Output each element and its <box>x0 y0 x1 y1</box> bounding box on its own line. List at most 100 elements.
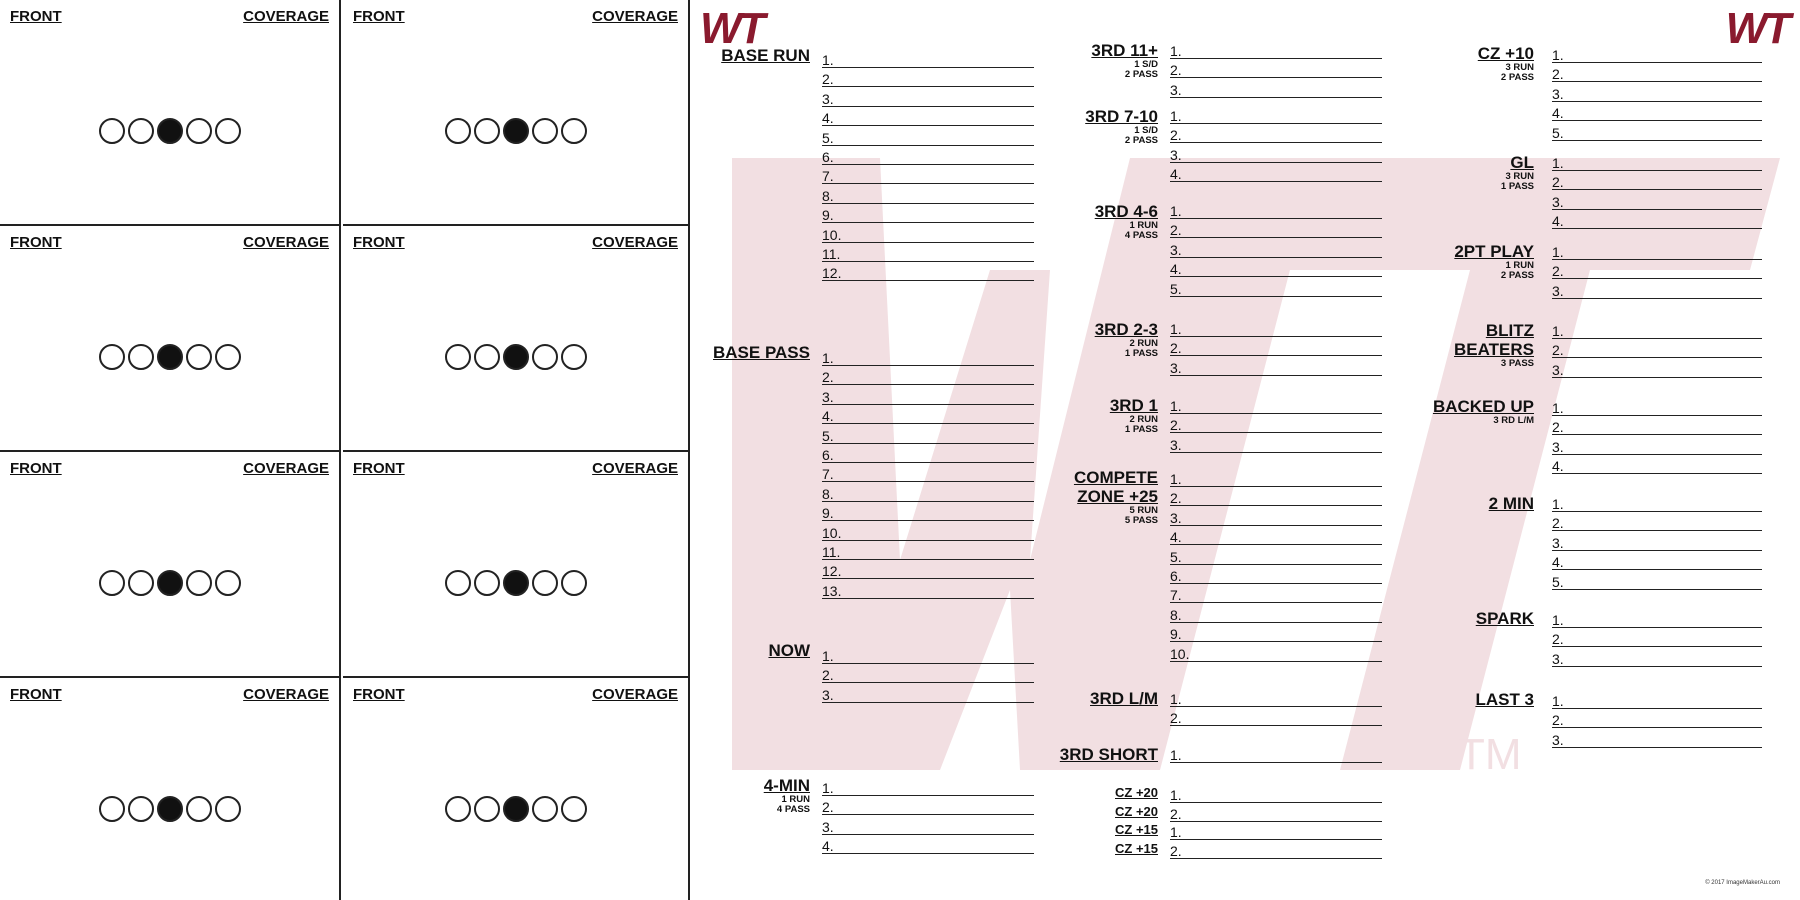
play-entry-line[interactable]: 1. <box>822 347 1034 366</box>
play-entry-line[interactable]: 2. <box>1170 487 1382 507</box>
play-entry-line[interactable]: 4. <box>1552 210 1762 230</box>
play-entry-line[interactable]: 1. <box>1170 688 1382 707</box>
play-entry-line[interactable]: 5. <box>1170 546 1382 565</box>
play-entry-line[interactable]: 8. <box>822 483 1034 502</box>
play-entry-line[interactable]: 1. <box>1552 320 1762 339</box>
play-entry-line[interactable]: 7. <box>822 165 1034 185</box>
play-entry-line[interactable]: 2. <box>1552 512 1762 532</box>
play-entry-line[interactable]: 4. <box>1552 551 1762 571</box>
play-entry-line[interactable]: 7. <box>822 463 1034 483</box>
play-entry-line[interactable]: 1. <box>822 645 1034 664</box>
play-entry-line[interactable]: 2. <box>1170 840 1382 859</box>
play-entry-line[interactable]: 3. <box>822 684 1034 703</box>
play-entry-line[interactable]: 2. <box>1552 416 1762 436</box>
play-entry-line[interactable]: 1. <box>1170 318 1382 337</box>
play-entry-line[interactable]: 9. <box>822 204 1034 224</box>
play-entry-line[interactable]: 1. <box>822 777 1034 796</box>
play-entry-line[interactable]: 6. <box>822 444 1034 463</box>
play-number: 1. <box>1170 108 1182 124</box>
write-in-line <box>822 105 1034 107</box>
play-entry-line[interactable]: 4. <box>822 405 1034 425</box>
play-entry-line[interactable]: 9. <box>822 502 1034 522</box>
play-entry-line[interactable]: 3. <box>1552 532 1762 551</box>
play-entry-line[interactable]: 12. <box>822 262 1034 282</box>
play-entry-line[interactable]: 6. <box>822 146 1034 165</box>
play-entry-line[interactable]: 2. <box>1552 63 1762 83</box>
play-entry-line[interactable]: 3. <box>1552 280 1762 299</box>
play-entry-line[interactable]: 13. <box>822 580 1034 599</box>
play-entry-line[interactable]: 4. <box>1170 258 1382 278</box>
play-entry-line[interactable]: 2. <box>1170 337 1382 357</box>
play-entry-line[interactable]: 2. <box>1552 709 1762 729</box>
play-entry-line[interactable]: 3. <box>822 816 1034 835</box>
play-entry-line[interactable]: 4. <box>822 835 1034 855</box>
play-entry-line[interactable]: 2. <box>1170 414 1382 434</box>
play-entry-line[interactable]: 3. <box>1170 79 1382 98</box>
play-number: 12. <box>822 563 842 580</box>
play-entry-line[interactable]: 2. <box>1552 260 1762 280</box>
play-entry-line[interactable]: 4. <box>1170 526 1382 546</box>
play-entry-line[interactable]: 8. <box>822 185 1034 204</box>
play-entry-line[interactable]: 2. <box>1552 339 1762 359</box>
play-entry-line[interactable]: 1. <box>1552 241 1762 260</box>
play-entry-line[interactable]: 9. <box>1170 623 1382 643</box>
play-entry-line[interactable]: 2. <box>1552 628 1762 648</box>
play-entry-line[interactable]: 3. <box>822 386 1034 405</box>
play-entry-line[interactable]: 1. <box>1552 44 1762 63</box>
play-entry-line[interactable]: 4. <box>1552 102 1762 122</box>
play-entry-line[interactable]: 3. <box>1170 239 1382 258</box>
play-entry-line[interactable]: 1. <box>1552 609 1762 628</box>
play-entry-line[interactable]: 10. <box>822 224 1034 243</box>
play-entry-line[interactable]: 1. <box>822 49 1034 68</box>
play-entry-line[interactable]: 1. <box>1170 821 1382 840</box>
play-entry-line[interactable]: 5. <box>1552 122 1762 141</box>
play-entry-line[interactable]: 3. <box>1552 648 1762 667</box>
play-entry-line[interactable]: 5. <box>1170 278 1382 297</box>
play-entry-line[interactable]: 4. <box>822 107 1034 127</box>
play-entry-line[interactable]: 8. <box>1170 604 1382 623</box>
play-entry-line[interactable]: 4. <box>1170 163 1382 183</box>
play-entry-line[interactable]: 1. <box>1552 690 1762 709</box>
play-entry-line[interactable]: 1. <box>1170 40 1382 59</box>
play-entry-line[interactable]: 12. <box>822 560 1034 580</box>
play-entry-line[interactable]: 3. <box>1552 729 1762 748</box>
play-entry-line[interactable]: 11. <box>822 541 1034 560</box>
play-entry-line[interactable]: 7. <box>1170 584 1382 604</box>
play-entry-line[interactable]: 5. <box>822 425 1034 444</box>
play-entry-line[interactable]: 2. <box>822 664 1034 684</box>
play-entry-line[interactable]: 1. <box>1170 744 1382 763</box>
play-entry-line[interactable]: 3. <box>1170 144 1382 163</box>
play-entry-line[interactable]: 3. <box>1552 191 1762 210</box>
play-entry-line[interactable]: 2. <box>1170 707 1382 727</box>
play-entry-line[interactable]: 10. <box>1170 643 1382 662</box>
play-entry-line[interactable]: 1. <box>1170 784 1382 803</box>
play-entry-line[interactable]: 3. <box>1170 507 1382 526</box>
play-entry-line[interactable]: 1. <box>1170 468 1382 487</box>
play-entry-line[interactable]: 6. <box>1170 565 1382 584</box>
play-entry-line[interactable]: 10. <box>822 522 1034 541</box>
play-entry-line[interactable]: 2. <box>1170 59 1382 79</box>
play-entry-line[interactable]: 3. <box>1170 434 1382 453</box>
play-entry-line[interactable]: 2. <box>1170 219 1382 239</box>
play-entry-line[interactable]: 11. <box>822 243 1034 262</box>
play-entry-line[interactable]: 1. <box>1552 152 1762 171</box>
play-entry-line[interactable]: 3. <box>822 88 1034 107</box>
play-entry-line[interactable]: 2. <box>822 366 1034 386</box>
play-entry-line[interactable]: 3. <box>1552 83 1762 102</box>
play-entry-line[interactable]: 2. <box>1170 803 1382 822</box>
play-entry-line[interactable]: 1. <box>1170 105 1382 124</box>
play-entry-line[interactable]: 3. <box>1552 436 1762 455</box>
play-entry-line[interactable]: 5. <box>1552 571 1762 590</box>
play-entry-line[interactable]: 2. <box>1552 171 1762 191</box>
play-entry-line[interactable]: 4. <box>1552 455 1762 475</box>
play-entry-line[interactable]: 3. <box>1170 357 1382 376</box>
play-entry-line[interactable]: 1. <box>1552 493 1762 512</box>
play-entry-line[interactable]: 2. <box>1170 124 1382 144</box>
play-entry-line[interactable]: 1. <box>1170 200 1382 219</box>
play-entry-line[interactable]: 1. <box>1552 397 1762 416</box>
play-entry-line[interactable]: 3. <box>1552 359 1762 378</box>
play-entry-line[interactable]: 5. <box>822 127 1034 146</box>
play-entry-line[interactable]: 2. <box>822 68 1034 88</box>
play-entry-line[interactable]: 2. <box>822 796 1034 816</box>
play-entry-line[interactable]: 1. <box>1170 395 1382 414</box>
